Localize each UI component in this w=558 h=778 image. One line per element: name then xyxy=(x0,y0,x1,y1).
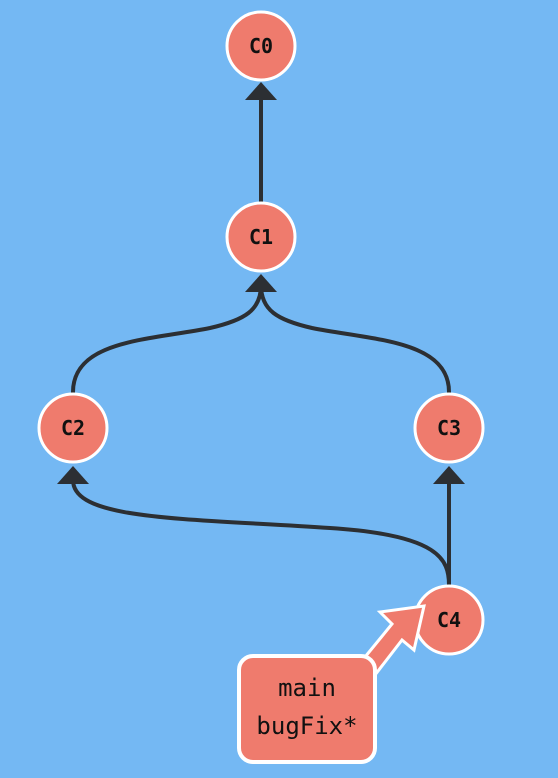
edge-c2-c1 xyxy=(71,283,263,394)
arrowhead-c1 xyxy=(245,274,277,292)
commit-c3-circle xyxy=(413,392,485,464)
commit-c2-circle xyxy=(37,392,109,464)
edge-c3-c1 xyxy=(259,283,451,394)
commit-c3[interactable]: C3 xyxy=(413,392,485,464)
branch-label[interactable]: main bugFix* xyxy=(237,604,426,764)
commit-c4[interactable]: C4 xyxy=(413,584,485,656)
commit-c0[interactable]: C0 xyxy=(225,10,297,82)
commit-c0-label: C0 xyxy=(249,34,273,58)
commit-c1[interactable]: C1 xyxy=(225,201,297,273)
arrowhead-c3 xyxy=(433,466,465,484)
arrowhead-c0 xyxy=(245,82,277,100)
commit-c4-label: C4 xyxy=(437,608,461,632)
commit-c1-circle xyxy=(225,201,297,273)
commit-c0-circle xyxy=(225,10,297,82)
arrowhead-c2 xyxy=(57,466,89,484)
branch-name-bugfix: bugFix* xyxy=(256,712,357,740)
commit-c2[interactable]: C2 xyxy=(37,392,109,464)
commit-c3-label: C3 xyxy=(437,416,461,440)
edges-group xyxy=(57,82,465,587)
edge-c4-c2 xyxy=(71,478,451,587)
commit-c1-label: C1 xyxy=(249,225,273,249)
commit-c2-label: C2 xyxy=(61,416,85,440)
branch-name-main: main xyxy=(278,674,336,702)
branch-label-box xyxy=(237,654,377,764)
